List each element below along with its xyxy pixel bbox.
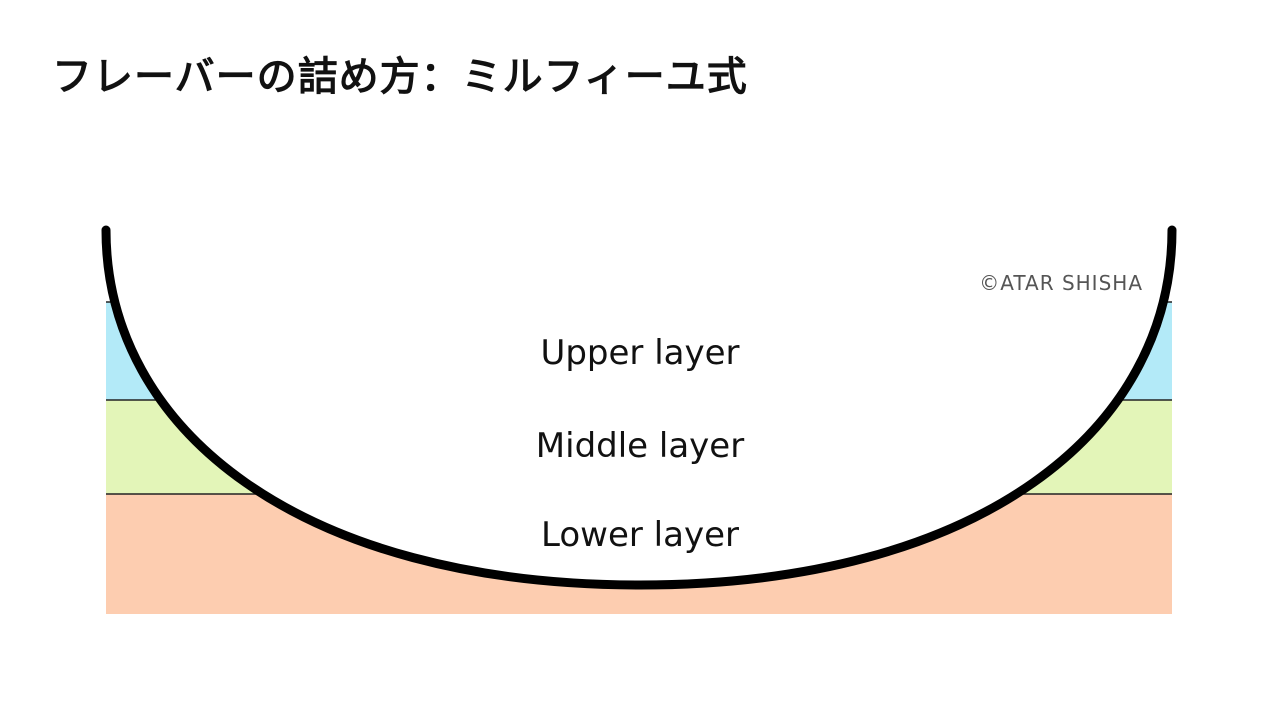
- upper-layer-label: Upper layer: [540, 333, 739, 373]
- middle-layer-label: Middle layer: [536, 426, 744, 466]
- page-title: フレーバーの詰め方：ミルフィーユ式: [52, 54, 748, 100]
- copyright-credit: ©ATAR SHISHA: [979, 271, 1143, 295]
- bowl-outline: [101, 225, 1177, 590]
- lower-layer-label: Lower layer: [541, 515, 739, 555]
